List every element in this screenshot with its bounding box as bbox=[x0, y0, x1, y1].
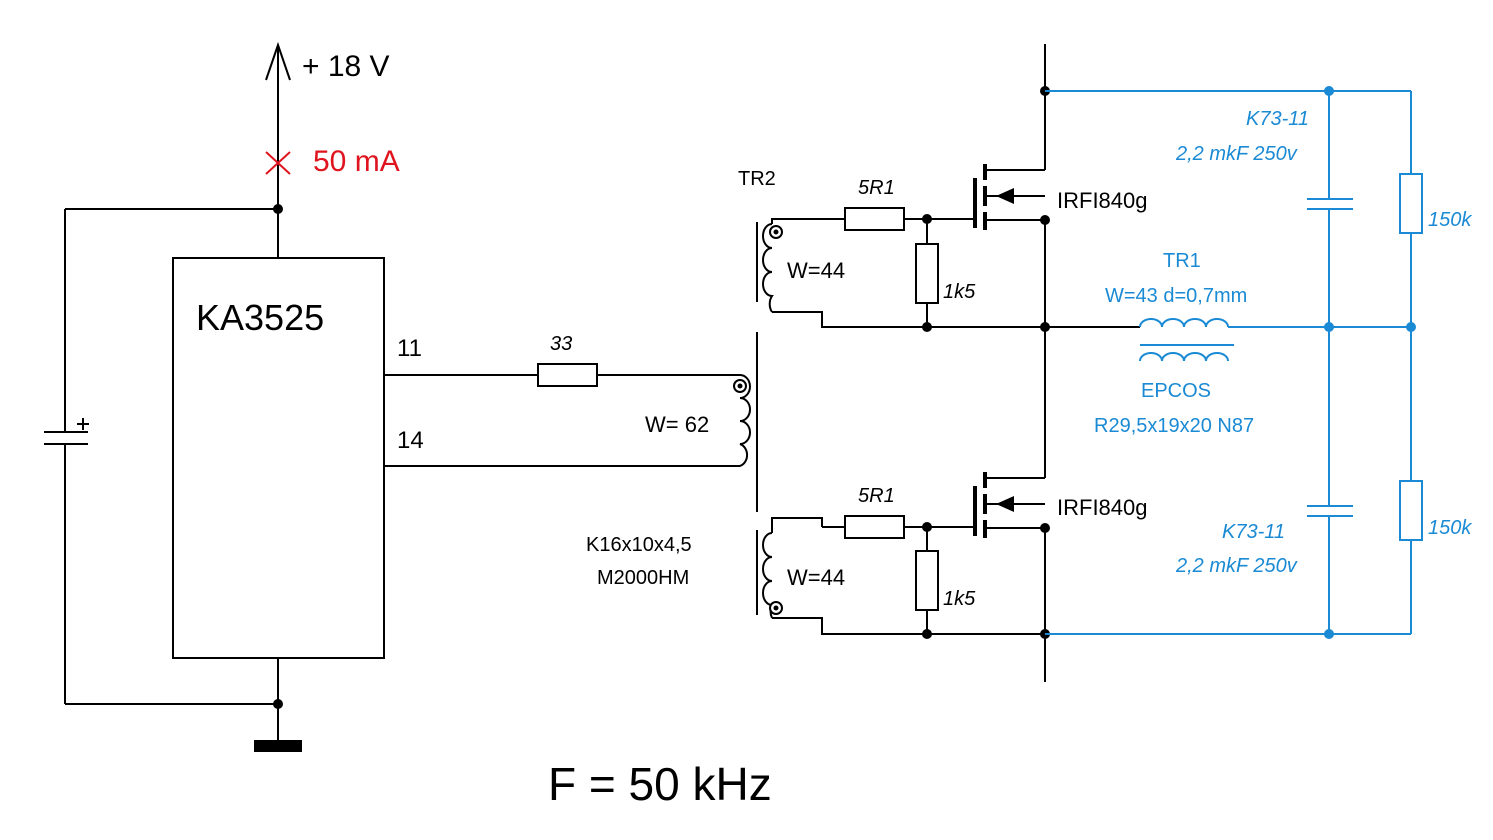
tr1-core-label: R29,5x19x20 N87 bbox=[1094, 415, 1254, 437]
upper-gate-resistor bbox=[844, 207, 905, 231]
lower-cap-type-label: K73-11 bbox=[1222, 521, 1285, 543]
ic-ka3525 bbox=[172, 257, 385, 659]
lower-mosfet-label: IRFI840g bbox=[1057, 495, 1148, 520]
upper-gate-resistor-label: 5R1 bbox=[858, 177, 895, 199]
driver-primary-circuit bbox=[384, 332, 758, 512]
lower-bleed-resistor bbox=[1399, 480, 1423, 541]
decoupling-capacitor bbox=[44, 208, 278, 705]
tr2-primary-turns-label: W= 62 bbox=[645, 412, 709, 437]
lower-gs-resistor-label: 1k5 bbox=[943, 588, 976, 610]
lower-gate-drive bbox=[756, 472, 1050, 639]
tr2-core-label: K16x10x4,5 bbox=[586, 534, 692, 556]
lower-gs-resistor bbox=[915, 550, 939, 611]
lower-gate-resistor bbox=[844, 515, 905, 539]
lower-secondary-turns-label: W=44 bbox=[787, 565, 845, 590]
lower-mosfet-arrow-icon bbox=[996, 496, 1014, 512]
lower-gate-resistor-label: 5R1 bbox=[858, 485, 895, 507]
tr2-name-label: TR2 bbox=[738, 168, 776, 190]
upper-gate-drive bbox=[756, 164, 1050, 332]
ic-pin-14-label: 14 bbox=[397, 427, 424, 454]
power-rail bbox=[1040, 44, 1140, 682]
resistor-33-label: 33 bbox=[550, 333, 572, 355]
upper-mosfet-arrow-icon bbox=[996, 188, 1014, 204]
upper-cap-value-label: 2,2 mkF 250v bbox=[1175, 143, 1298, 165]
upper-bleed-resistor bbox=[1399, 173, 1423, 234]
lower-cap-value-label: 2,2 mkF 250v bbox=[1175, 555, 1298, 577]
lower-bleed-resistor-label: 150k bbox=[1428, 517, 1472, 539]
ground-icon bbox=[254, 740, 302, 752]
upper-gs-resistor-label: 1k5 bbox=[943, 281, 976, 303]
supply-current-label: 50 mA bbox=[313, 145, 400, 178]
tr1-name-label: TR1 bbox=[1163, 250, 1201, 272]
supply-rail bbox=[265, 41, 291, 258]
tr1-spec-label: W=43 d=0,7mm bbox=[1105, 285, 1247, 307]
supply-voltage-label: + 18 V bbox=[302, 50, 390, 83]
ground bbox=[254, 658, 302, 752]
output-section bbox=[1045, 86, 1423, 639]
upper-bleed-resistor-label: 150k bbox=[1428, 209, 1472, 231]
upper-gs-resistor bbox=[915, 243, 939, 304]
ic-pin-11-label: 11 bbox=[397, 335, 422, 362]
upper-secondary-turns-label: W=44 bbox=[787, 258, 845, 283]
ic-name-label: KA3525 bbox=[196, 297, 324, 338]
tr2-primary-winding bbox=[739, 374, 751, 467]
tr1-maker-label: EPCOS bbox=[1141, 380, 1211, 402]
tr1-winding bbox=[1139, 318, 1229, 328]
upper-cap-type-label: K73-11 bbox=[1246, 108, 1309, 130]
resistor-33 bbox=[537, 363, 598, 387]
frequency-label: F = 50 kHz bbox=[548, 758, 772, 810]
tr2-material-label: M2000HM bbox=[597, 567, 689, 589]
upper-mosfet-label: IRFI840g bbox=[1057, 188, 1148, 213]
supply-arrow-icon bbox=[265, 41, 291, 81]
